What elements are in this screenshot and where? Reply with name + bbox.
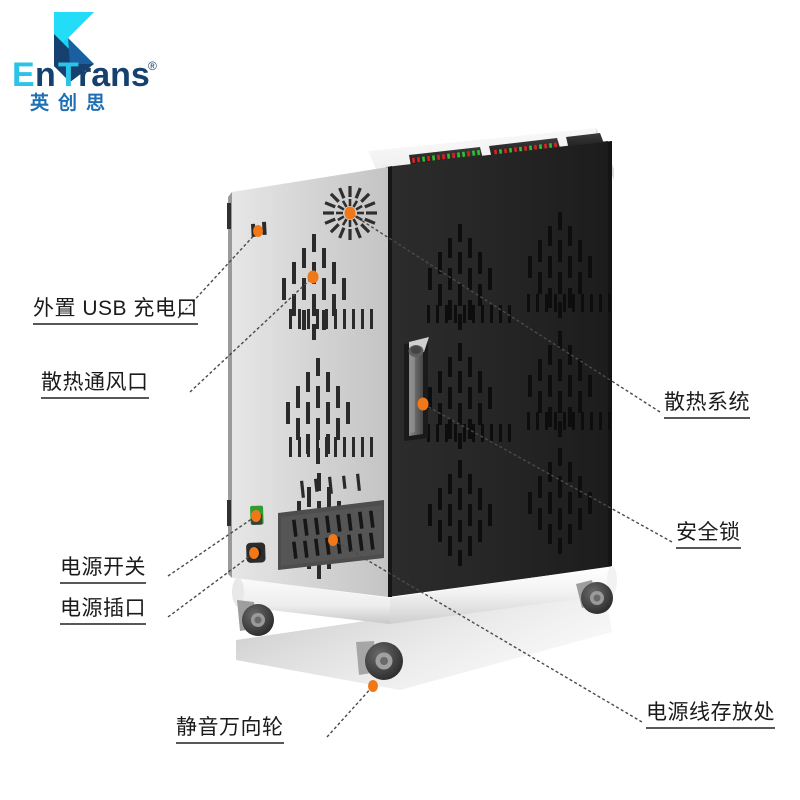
leader-caster [326, 685, 374, 738]
brand-logo-svg: E n T rans ® 英创思 [12, 12, 157, 112]
leader-usb [177, 230, 259, 319]
callout-dot-switch [251, 510, 261, 522]
hinge-top-icon [227, 203, 231, 229]
caster-rear-right [576, 580, 613, 614]
logo-wordmark-cn: 英创思 [30, 91, 114, 112]
logo-wordmark: E n T rans ® [12, 56, 157, 94]
leader-switch [167, 515, 257, 577]
callout-label-cooling-system: 散热系统 [664, 391, 750, 420]
cabinet-base [232, 566, 617, 624]
callout-dot-lock [417, 397, 429, 411]
cabinet-front-door[interactable] [388, 141, 612, 597]
logo-wordmark-en: E [12, 56, 35, 94]
led-row-2 [494, 142, 558, 155]
callout-dot-caster [368, 680, 378, 692]
caster-front-left [356, 641, 403, 680]
callout-dot-cooling [344, 206, 356, 220]
leader-cord [332, 539, 643, 723]
hinge-bottom-icon [227, 500, 231, 526]
ground-shadow [236, 586, 612, 690]
logo-wordmark-rans: rans [78, 56, 150, 94]
callout-label-power-switch: 电源开关 [60, 556, 146, 585]
callout-label-caster: 静音万向轮 [176, 716, 284, 745]
callout-dot-usb [253, 225, 263, 237]
callout-leader-lines [167, 212, 673, 738]
callout-label-cord-storage: 电源线存放处 [646, 701, 775, 730]
cooling-fan-grille-icon [323, 186, 377, 240]
callout-dot-socket [249, 547, 259, 559]
logo-wordmark-n: n [35, 56, 56, 94]
storage-top-slots [300, 473, 361, 498]
leader-vent [189, 276, 314, 393]
callout-label-security-lock: 安全锁 [676, 521, 741, 550]
callout-dot-vent [307, 270, 319, 284]
brand-logo: E n T rans ® 英创思 [8, 4, 188, 112]
caster-rear-left [237, 600, 274, 636]
logo-wordmark-t: T [58, 56, 79, 94]
callout-dot-cord [328, 534, 338, 546]
logo-mark-icon [54, 12, 94, 82]
leader-cooling [349, 212, 661, 413]
callout-label-usb: 外置 USB 充电口 [33, 297, 198, 326]
callout-label-power-socket: 电源插口 [60, 597, 146, 626]
led-row-1 [411, 149, 481, 163]
callout-label-vent: 散热通风口 [41, 371, 149, 400]
registered-mark-icon: ® [148, 59, 157, 73]
door-handle-security-lock[interactable] [404, 337, 429, 441]
callout-dots [249, 206, 429, 692]
leader-socket [167, 552, 255, 618]
leader-lock [422, 403, 673, 543]
